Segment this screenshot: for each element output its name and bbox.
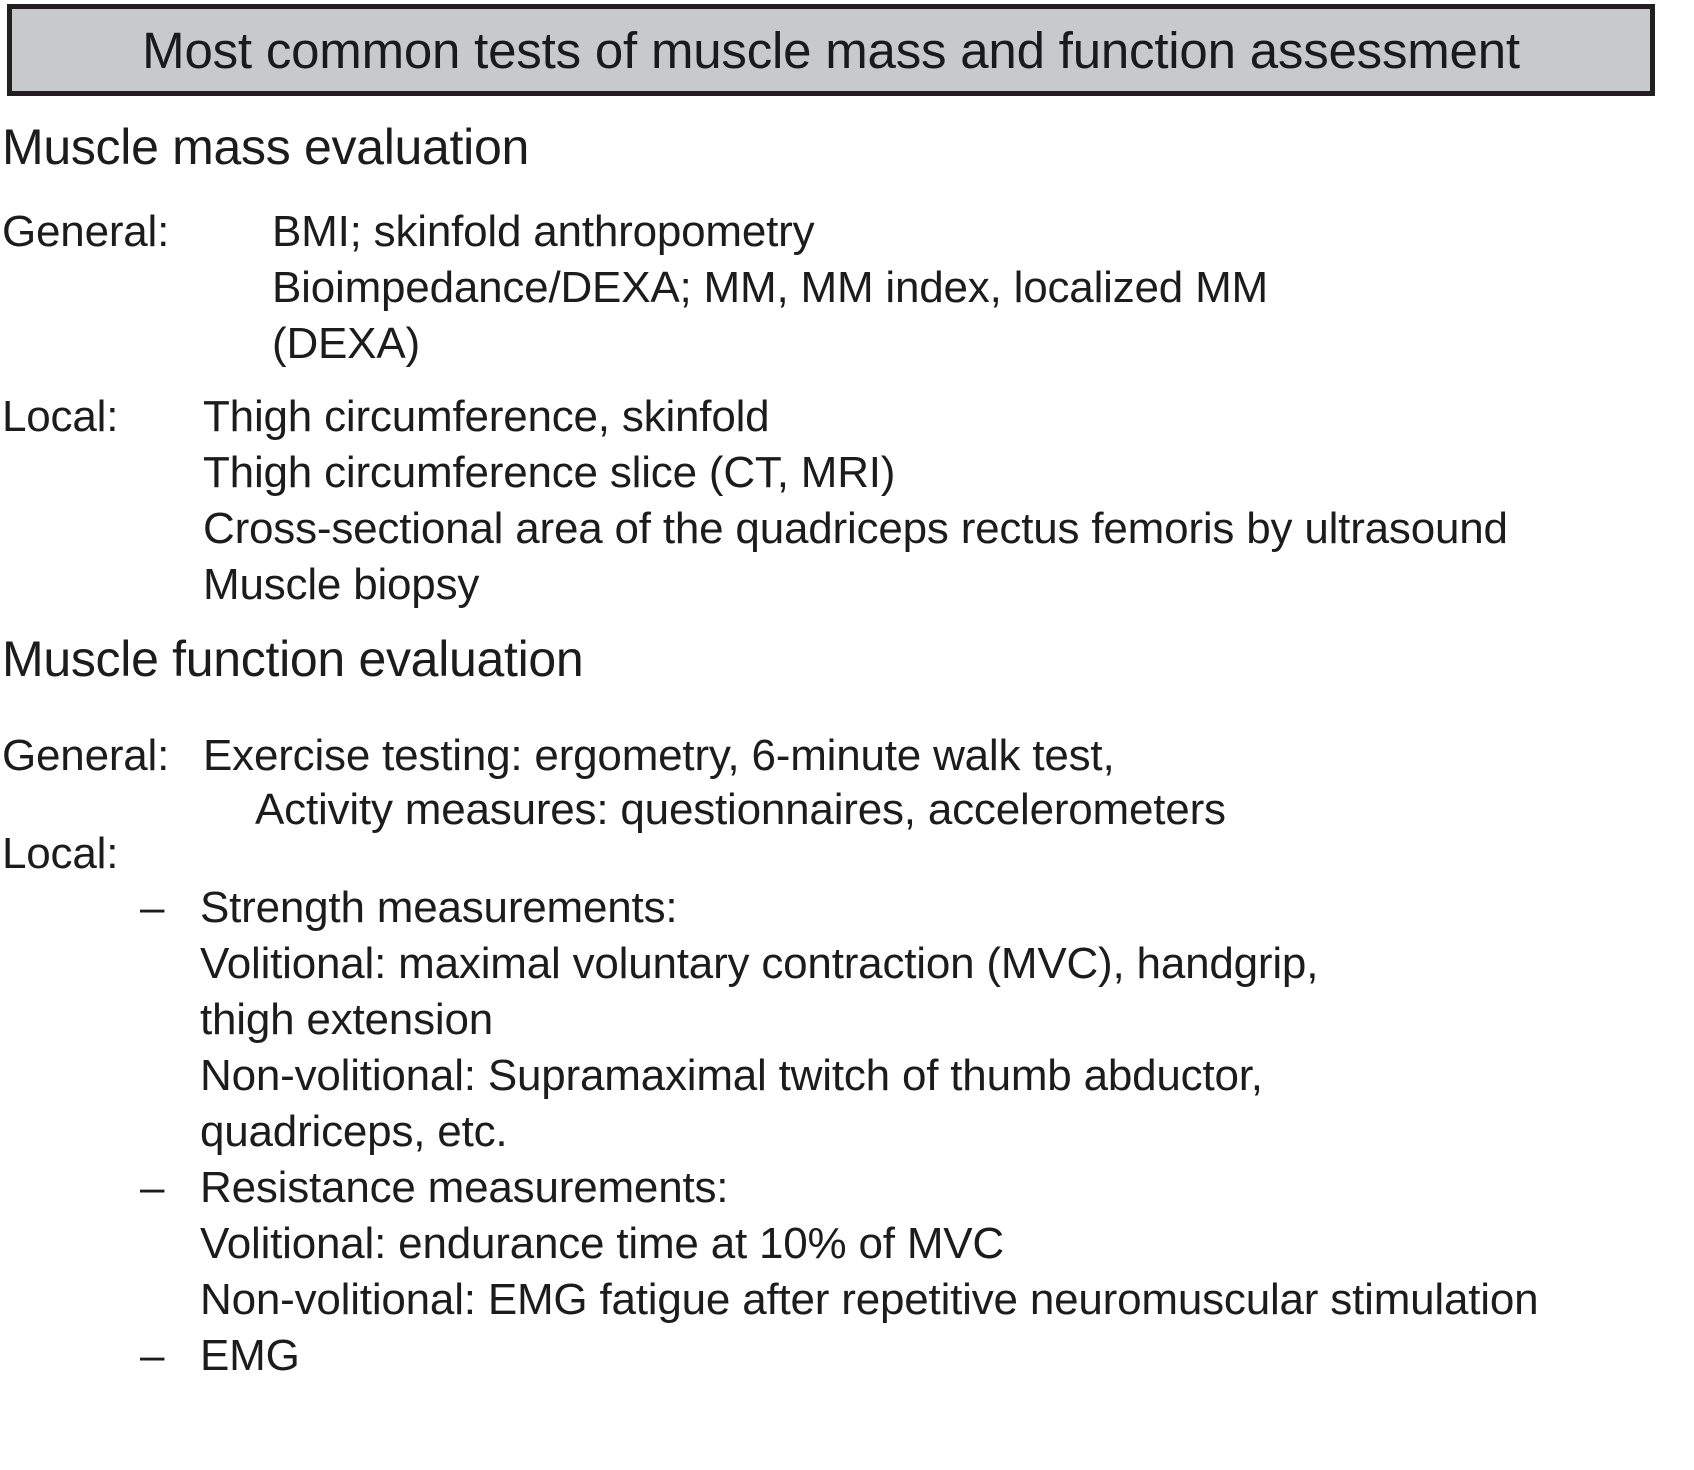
muscle-function-general-line-2: Activity measures: questionnaires, accel… bbox=[255, 785, 1226, 834]
muscle-mass-general-line-2: Bioimpedance/DEXA; MM, MM index, localiz… bbox=[272, 263, 1268, 312]
muscle-function-general-line-1: Exercise testing: ergometry, 6-minute wa… bbox=[203, 731, 1115, 780]
bullet-resistance-line-2: Non-volitional: EMG fatigue after repeti… bbox=[200, 1275, 1539, 1324]
muscle-mass-local-line-3: Cross-sectional area of the quadriceps r… bbox=[203, 504, 1508, 553]
bullet-strength-line-1: Volitional: maximal voluntary contractio… bbox=[200, 939, 1319, 988]
title-text: Most common tests of muscle mass and fun… bbox=[142, 21, 1520, 79]
bullet-strength-line-2: thigh extension bbox=[200, 995, 493, 1044]
title-banner: Most common tests of muscle mass and fun… bbox=[7, 4, 1655, 96]
bullet-strength-line-4: quadriceps, etc. bbox=[200, 1107, 508, 1156]
muscle-mass-general-line-1: BMI; skinfold anthropometry bbox=[272, 207, 815, 256]
section-heading-muscle-function: Muscle function evaluation bbox=[2, 631, 584, 687]
bullet-dash-icon: – bbox=[140, 1163, 165, 1212]
bullet-emg: EMG bbox=[200, 1331, 300, 1380]
bullet-dash-icon: – bbox=[140, 1331, 165, 1380]
bullet-dash-icon: – bbox=[140, 883, 165, 932]
muscle-mass-general-label: General: bbox=[2, 207, 170, 256]
muscle-function-general-label: General: bbox=[2, 731, 170, 780]
muscle-mass-local-line-2: Thigh circumference slice (CT, MRI) bbox=[203, 448, 896, 497]
muscle-mass-local-line-1: Thigh circumference, skinfold bbox=[203, 392, 770, 441]
muscle-mass-local-line-4: Muscle biopsy bbox=[203, 560, 480, 609]
bullet-resistance-line-1: Volitional: endurance time at 10% of MVC bbox=[200, 1219, 1005, 1268]
bullet-resistance-measurements: Resistance measurements: bbox=[200, 1163, 729, 1212]
bullet-strength-measurements: Strength measurements: bbox=[200, 883, 678, 932]
bullet-strength-line-3: Non-volitional: Supramaximal twitch of t… bbox=[200, 1051, 1263, 1100]
muscle-function-local-label: Local: bbox=[2, 829, 119, 878]
muscle-mass-local-label: Local: bbox=[2, 392, 119, 441]
muscle-mass-general-line-3: (DEXA) bbox=[272, 319, 420, 368]
section-heading-muscle-mass: Muscle mass evaluation bbox=[2, 119, 529, 175]
